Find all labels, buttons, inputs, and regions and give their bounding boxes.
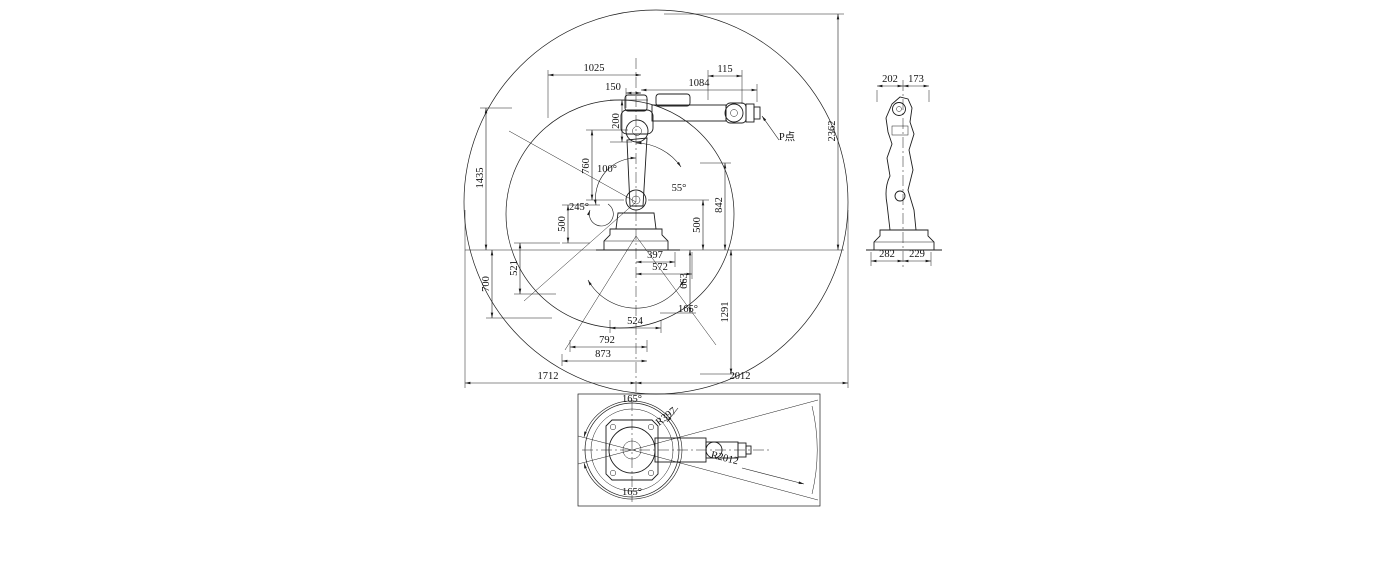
dim-500-right-label: 500 bbox=[692, 217, 703, 233]
angle-100-label: 100° bbox=[597, 164, 617, 175]
angle-55-label: 55° bbox=[672, 183, 687, 194]
forearm bbox=[651, 104, 727, 122]
angle-165-label: 165° bbox=[678, 304, 698, 315]
dim-1025-label: 1025 bbox=[584, 63, 605, 74]
flange-top bbox=[745, 445, 752, 455]
dim-150-label: 150 bbox=[605, 82, 621, 93]
dim-202-label: 202 bbox=[882, 74, 898, 85]
dim-1291-label: 1291 bbox=[720, 302, 731, 323]
dim-700-label: 700 bbox=[481, 276, 492, 292]
dim-572-label: 572 bbox=[652, 262, 668, 273]
dim-842-label: 842 bbox=[714, 197, 725, 213]
side-base bbox=[873, 229, 935, 251]
forearm-motor bbox=[655, 93, 691, 107]
tool-flange bbox=[745, 103, 755, 123]
dimension-labels-front: 1025 150 1084 115 200 2362 1435 760 500 … bbox=[475, 63, 838, 382]
outer-envelope-circle bbox=[463, 9, 849, 395]
lower-arm bbox=[626, 137, 648, 207]
dim-1435-label: 1435 bbox=[475, 168, 486, 189]
dim-663-label: 663 bbox=[679, 273, 690, 289]
dim-115-label: 115 bbox=[717, 64, 732, 75]
dimension-labels-side: 202 173 282 229 bbox=[879, 74, 925, 260]
dim-397-label: 397 bbox=[647, 250, 663, 261]
swing-range-lines bbox=[577, 399, 819, 501]
dim-229-label: 229 bbox=[909, 249, 925, 260]
dim-521-label: 521 bbox=[509, 260, 520, 276]
side-body bbox=[885, 96, 917, 231]
dimension-lines-front bbox=[464, 13, 849, 388]
tool-flange-tip bbox=[753, 106, 761, 120]
dim-200-label: 200 bbox=[611, 113, 622, 129]
angle-245-label: 245° bbox=[569, 202, 589, 213]
dim-873-label: 873 bbox=[595, 349, 611, 360]
dim-2362-label: 2362 bbox=[827, 121, 838, 142]
reach-arc-r2012 bbox=[811, 405, 818, 495]
work-envelope bbox=[463, 9, 849, 395]
base-plate-top bbox=[605, 419, 659, 481]
top-view-frame bbox=[577, 393, 821, 507]
radius-r2012-label: R2012 bbox=[710, 450, 740, 467]
dim-524-label: 524 bbox=[627, 316, 644, 327]
robot-silhouette-side bbox=[866, 96, 942, 251]
wrist-joint bbox=[724, 103, 744, 123]
dim-500-left-label: 500 bbox=[557, 216, 568, 232]
dimension-lines-side bbox=[870, 84, 932, 266]
robot-turret bbox=[615, 212, 657, 230]
dim-1084-label: 1084 bbox=[689, 78, 711, 89]
angle-165-top-label: 165° bbox=[622, 394, 642, 405]
top-view: 165° 165° R397 R2012 bbox=[577, 393, 821, 507]
angle-165-bottom-label: 165° bbox=[622, 487, 642, 498]
robot-base bbox=[603, 228, 669, 251]
p-point-label: P点 bbox=[779, 131, 795, 143]
dim-792-label: 792 bbox=[599, 335, 615, 346]
motor-housing bbox=[624, 94, 648, 112]
dim-173-label: 173 bbox=[908, 74, 924, 85]
side-view: 202 173 282 229 bbox=[866, 74, 942, 268]
dim-2012-label: 2012 bbox=[730, 371, 751, 382]
front-view: 1025 150 1084 115 200 2362 1435 760 500 … bbox=[463, 9, 849, 395]
dim-282-label: 282 bbox=[879, 249, 895, 260]
dim-760-label: 760 bbox=[581, 158, 592, 174]
swing-circle-outer bbox=[584, 402, 680, 498]
dim-1712-label: 1712 bbox=[538, 371, 559, 382]
